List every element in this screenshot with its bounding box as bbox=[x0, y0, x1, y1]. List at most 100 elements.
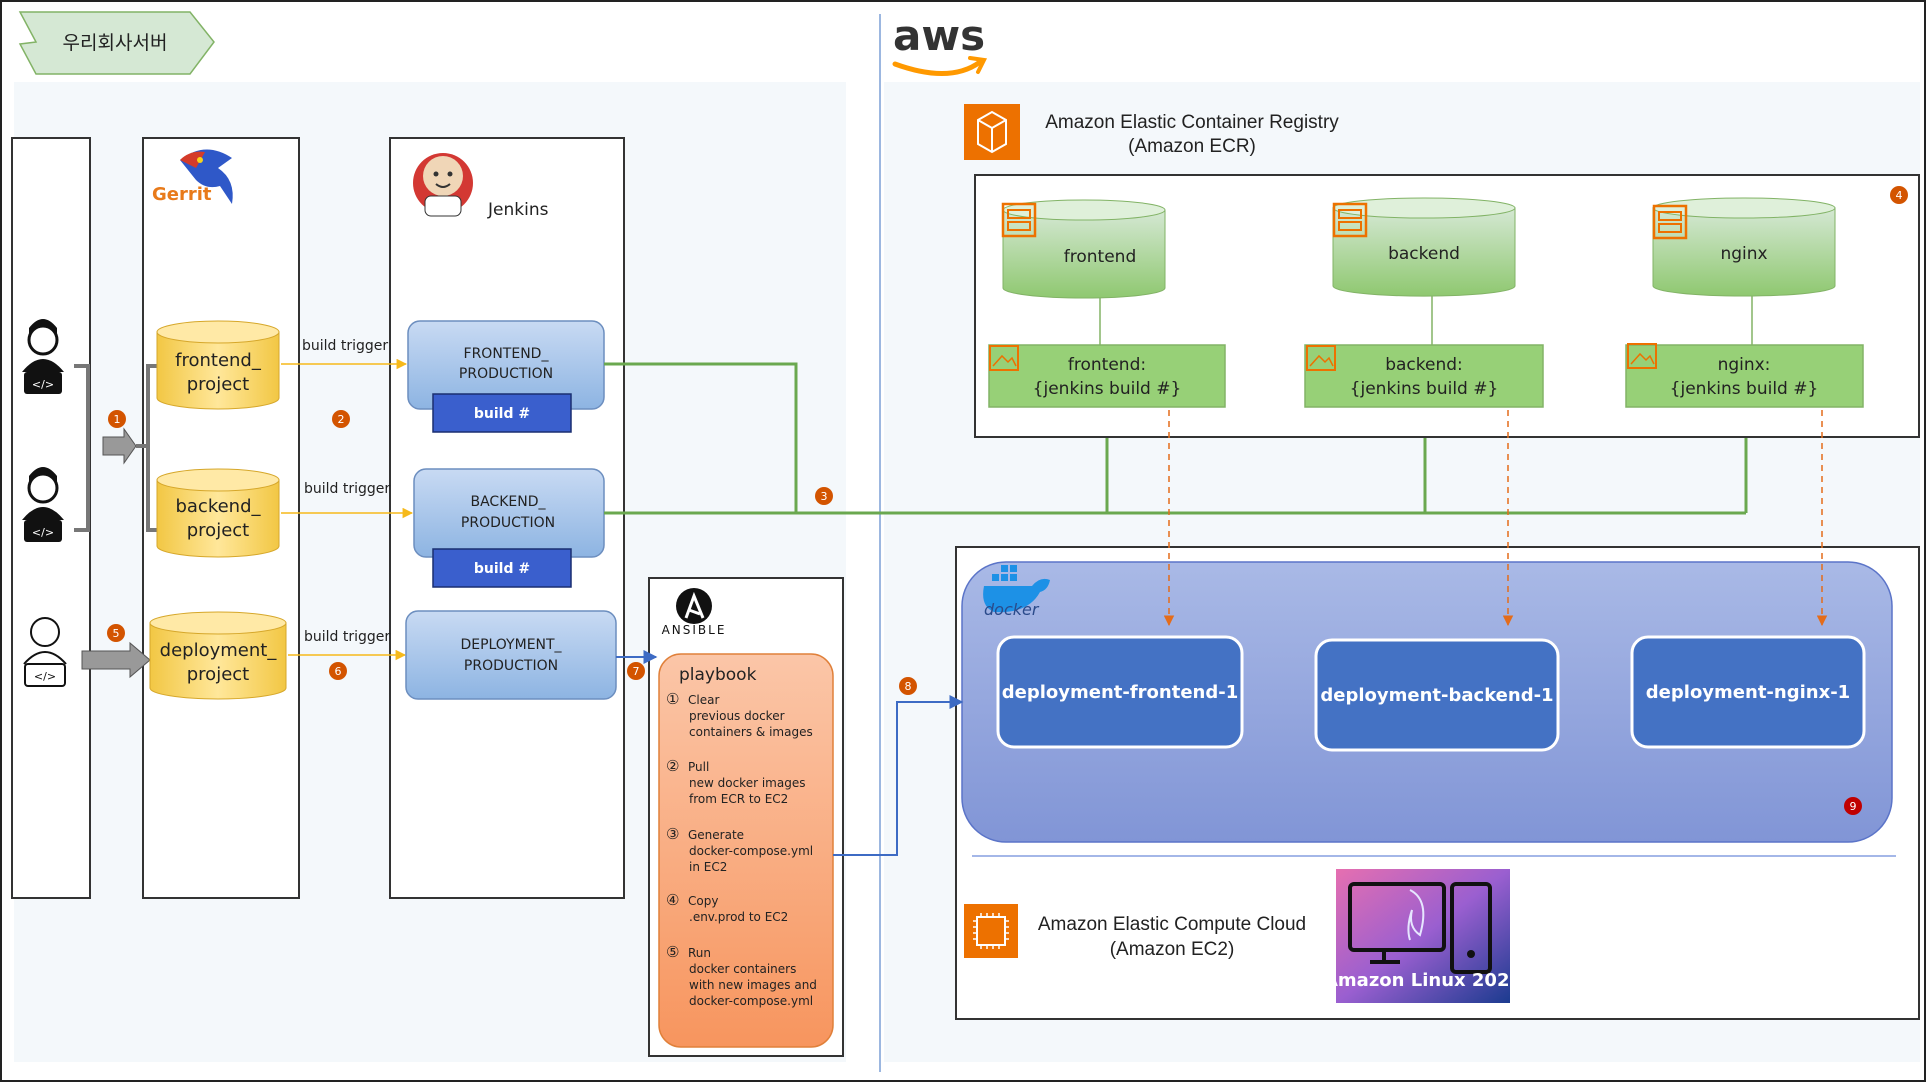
repo-backend-line1: backend_ bbox=[175, 496, 261, 517]
job-backend: BACKEND_ PRODUCTION build # bbox=[413, 468, 605, 588]
playbook-step-line: Clear bbox=[688, 693, 719, 707]
job-backend-build: build # bbox=[474, 561, 530, 577]
repo-backend: backend_ project bbox=[156, 468, 280, 558]
step-badge-circle bbox=[332, 410, 350, 428]
registry-backend-label: backend bbox=[1388, 244, 1460, 264]
ecr-title-line2: (Amazon ECR) bbox=[1128, 136, 1256, 157]
container-backend: deployment-backend-1 bbox=[1314, 638, 1560, 752]
step-badge-circle bbox=[107, 624, 125, 642]
playbook-step-number: ⑤ bbox=[666, 943, 679, 961]
gerrit-label: Gerrit bbox=[152, 184, 212, 205]
playbook-step-line: Copy bbox=[688, 894, 718, 908]
playbook-step-line: docker-compose.yml bbox=[689, 994, 813, 1008]
step-badge-circle bbox=[627, 662, 645, 680]
server-label: 우리회사서버 bbox=[63, 32, 168, 54]
registry-frontend-label: frontend bbox=[1064, 247, 1136, 267]
ec2-title-line2: (Amazon EC2) bbox=[1110, 939, 1235, 960]
trigger-label-1: build trigger bbox=[302, 338, 388, 354]
job-deployment: DEPLOYMENT_ PRODUCTION bbox=[405, 610, 617, 700]
playbook-step-number: ① bbox=[666, 690, 679, 708]
image-icon-frontend bbox=[989, 345, 1019, 371]
repo-bracket bbox=[136, 364, 161, 532]
push-arrow-1 bbox=[102, 427, 137, 465]
repo-frontend-line1: frontend_ bbox=[175, 350, 262, 371]
step-badge-1: 1 bbox=[114, 413, 121, 426]
green-path-frontend bbox=[604, 362, 798, 513]
playbook-step-number: ③ bbox=[666, 825, 679, 843]
ecr-icon bbox=[964, 104, 1020, 160]
step-badge-4: 4 bbox=[1896, 189, 1903, 202]
step-badge-6: 6 bbox=[335, 665, 342, 678]
step-badge-circle bbox=[899, 677, 917, 695]
image-frontend-line2: {jenkins build #} bbox=[1033, 379, 1182, 399]
repo-frontend: frontend_ project bbox=[156, 320, 280, 410]
image-nginx-line2: {jenkins build #} bbox=[1670, 379, 1819, 399]
jenkins-logo-icon: Jenkins bbox=[413, 153, 549, 220]
playbook: playbook ① Clear previous docker containers… bbox=[658, 653, 834, 1048]
image-backend-line1: backend: bbox=[1385, 355, 1463, 375]
playbook-step-number: ④ bbox=[666, 891, 679, 909]
playbook-step-line: previous docker bbox=[689, 709, 785, 723]
playbook-step-line: Pull bbox=[688, 760, 709, 774]
repo-deployment: deployment_ project bbox=[149, 611, 287, 700]
container-frontend-label: deployment-frontend-1 bbox=[1002, 682, 1239, 703]
playbook-step-line: docker containers bbox=[689, 962, 796, 976]
job-frontend-line2: PRODUCTION bbox=[459, 366, 553, 382]
playbook-step-line: with new images and bbox=[689, 978, 817, 992]
ansible-label: ANSIBLE bbox=[662, 623, 727, 637]
image-backend-line2: {jenkins build #} bbox=[1350, 379, 1499, 399]
ansible-logo-icon: ANSIBLE bbox=[662, 588, 727, 637]
step-badge-circle bbox=[815, 487, 833, 505]
playbook-step-line: containers & images bbox=[689, 725, 813, 739]
container-nginx: deployment-nginx-1 bbox=[1630, 635, 1866, 749]
container-backend-label: deployment-backend-1 bbox=[1320, 685, 1553, 706]
ansible-to-ec2-arrow bbox=[833, 695, 964, 856]
docker-label: docker bbox=[984, 600, 1040, 619]
playbook-title: playbook bbox=[679, 665, 757, 685]
push-arrow-2 bbox=[81, 641, 151, 679]
playbook-step-line: docker-compose.yml bbox=[689, 844, 813, 858]
image-nginx: nginx: {jenkins build #} bbox=[1625, 344, 1864, 408]
image-frontend-line1: frontend: bbox=[1068, 355, 1146, 375]
registry-icon-nginx bbox=[1652, 204, 1688, 240]
image-backend: backend: {jenkins build #} bbox=[1304, 344, 1544, 408]
docker-logo-icon: docker bbox=[983, 565, 1050, 619]
jenkins-label: Jenkins bbox=[487, 200, 549, 220]
step-badge-circle bbox=[1890, 186, 1908, 204]
playbook-step-line: Run bbox=[688, 946, 711, 960]
trigger-label-3: build trigger bbox=[304, 629, 390, 645]
step-badge-5: 5 bbox=[113, 627, 120, 640]
gerrit-logo-icon: Gerrit bbox=[148, 144, 246, 228]
playbook-step-line: in EC2 bbox=[689, 860, 727, 874]
image-frontend: frontend: {jenkins build #} bbox=[988, 344, 1226, 408]
job-frontend-line1: FRONTEND_ bbox=[464, 346, 550, 362]
registry-nginx: nginx bbox=[1652, 197, 1836, 297]
step-badge-2: 2 bbox=[338, 413, 345, 426]
step-badge-9: 9 bbox=[1850, 800, 1857, 813]
job-backend-line1: BACKEND_ bbox=[471, 494, 547, 510]
job-deployment-line1: DEPLOYMENT_ bbox=[460, 637, 562, 653]
amazon-linux-label: Amazon Linux 2023 bbox=[1324, 970, 1522, 991]
repo-deployment-line1: deployment_ bbox=[160, 640, 278, 661]
registry-icon-backend bbox=[1332, 202, 1368, 238]
job-backend-line2: PRODUCTION bbox=[461, 515, 555, 531]
svg-text:</>: </> bbox=[32, 526, 54, 539]
repo-frontend-line2: project bbox=[187, 374, 249, 395]
playbook-step-line: .env.prod to EC2 bbox=[689, 910, 788, 924]
registry-icon-frontend bbox=[1001, 202, 1037, 238]
ec2-title-line1: Amazon Elastic Compute Cloud bbox=[1038, 914, 1306, 935]
image-nginx-line1: nginx: bbox=[1718, 355, 1771, 375]
playbook-step-number: ② bbox=[666, 757, 679, 775]
repo-backend-line2: project bbox=[187, 520, 249, 541]
developer-icon-2: </> bbox=[22, 467, 64, 542]
aws-label: aws bbox=[893, 11, 985, 60]
step-badge-circle bbox=[108, 410, 126, 428]
step-badge-circle bbox=[1844, 797, 1862, 815]
ecr-title-line1: Amazon Elastic Container Registry bbox=[1045, 112, 1339, 133]
repo-deployment-line2: project bbox=[187, 664, 249, 685]
step-badge-circle bbox=[329, 662, 347, 680]
job-frontend: FRONTEND_ PRODUCTION build # bbox=[407, 320, 605, 433]
ec2-icon bbox=[964, 904, 1018, 958]
playbook-steps: ① Clear previous docker containers & images… bbox=[666, 690, 817, 1008]
